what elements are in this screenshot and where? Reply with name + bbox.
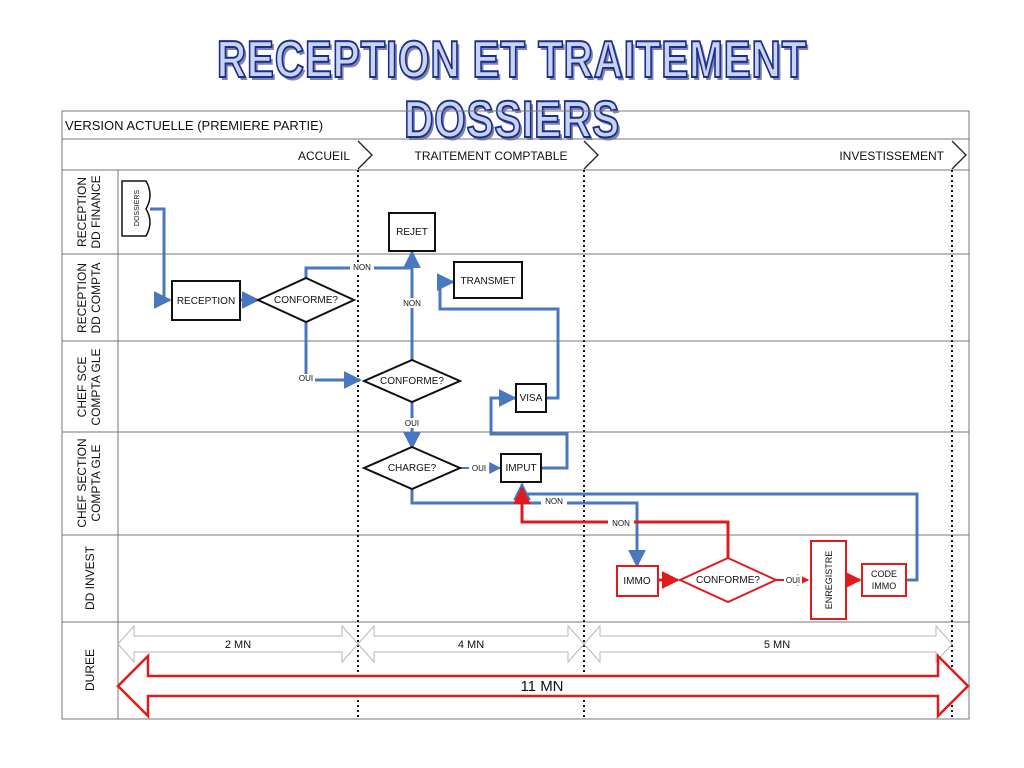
node-code-immo-label-1: CODE: [871, 569, 897, 579]
phase-separators: [357, 170, 953, 719]
node-code-immo-label-2: IMMO: [872, 581, 897, 591]
node-immo: IMMO: [616, 565, 659, 597]
lane-label-reception-dd-compta-1: RECEPTION: [75, 263, 89, 333]
node-rejet-label: REJET: [396, 227, 428, 238]
duration-total: 11 MN: [520, 678, 563, 695]
lane-label-dd-invest: DD INVEST: [83, 545, 97, 610]
node-immo-label: IMMO: [623, 576, 650, 587]
node-charge: CHARGE?: [361, 445, 463, 491]
lane-label-reception-dd-finance-2: DD FINANCE: [89, 175, 103, 248]
node-dossiers-label: DOSSIERS: [134, 190, 141, 227]
version-label: VERSION ACTUELLE (PREMIERE PARTIE): [65, 118, 323, 133]
duration-accueil: 2 MN: [225, 639, 251, 651]
node-conforme-1-label: CONFORME?: [274, 295, 338, 306]
lane-label-duree: DUREE: [83, 649, 97, 691]
edge-charge-immo: [410, 489, 646, 568]
phase-traitement-comptable: TRAITEMENT COMPTABLE: [415, 149, 568, 163]
phase-accueil: ACCUEIL: [298, 149, 350, 163]
node-charge-label: CHARGE?: [388, 463, 437, 474]
edge-visa-transmet: [436, 273, 560, 400]
edge-label-non-3: NON: [545, 497, 563, 506]
node-reception: RECEPTION: [171, 280, 241, 321]
node-conforme-2: CONFORME?: [361, 358, 463, 404]
page-title: RECEPTION ET TRAITEMENT DOSSIERS: [216, 30, 808, 150]
node-rejet: REJET: [388, 212, 436, 252]
swimlane-grid: [61, 110, 970, 720]
node-transmet-label: TRANSMET: [461, 276, 516, 287]
node-conforme-1: CONFORME?: [255, 276, 357, 324]
duration-total-arrow: [116, 652, 970, 720]
phase-investissement: INVESTISSEMENT: [839, 149, 944, 163]
edge-label-non-1: NON: [353, 263, 371, 272]
edge-label-non-2: NON: [403, 299, 421, 308]
node-imput: IMPUT: [500, 453, 542, 483]
edge-label-oui-3: OUI: [472, 464, 486, 473]
lane-label-chef-sce-2: COMPTA GLE: [89, 348, 103, 425]
edge-imput-visa: [489, 389, 569, 470]
node-visa-label: VISA: [520, 393, 543, 404]
edge-label-non-4: NON: [612, 519, 630, 528]
edge-label-oui-1: OUI: [299, 374, 313, 383]
node-enregistre-label: ENREGISTRE: [824, 551, 834, 610]
duration-traitement: 4 MN: [458, 639, 484, 651]
node-visa: VISA: [515, 383, 547, 413]
lane-label-reception-dd-finance-1: RECEPTION: [75, 177, 89, 247]
node-code-immo: CODE IMMO: [861, 563, 907, 597]
lane-label-chef-section-2: COMPTA GLE: [89, 444, 103, 521]
edge-label-oui-2: OUI: [405, 419, 419, 428]
node-enregistre: ENREGISTRE: [810, 540, 847, 620]
edge-conforme1-conforme2: [304, 322, 362, 389]
lane-label-reception-dd-compta-2: DD COMPTA: [89, 262, 103, 333]
lane-label-chef-sce-1: CHEF SCE: [75, 357, 89, 418]
duration-arrow-investissement: [583, 624, 953, 664]
node-conforme-3-label: CONFORME?: [696, 575, 760, 586]
node-reception-label: RECEPTION: [177, 296, 235, 307]
node-conforme-3: CONFORME?: [677, 556, 779, 604]
node-dossiers: DOSSIERS: [121, 180, 151, 237]
node-imput-label: IMPUT: [505, 463, 536, 474]
duration-investissement: 5 MN: [764, 639, 790, 651]
edge-dossiers-reception: [150, 207, 172, 309]
edge-label-oui-4: OUI: [786, 576, 800, 585]
node-conforme-2-label: CONFORME?: [380, 376, 444, 387]
node-transmet: TRANSMET: [453, 261, 523, 299]
lane-label-chef-section-1: CHEF SECTION: [75, 438, 89, 527]
phase-chevrons: [357, 140, 967, 170]
